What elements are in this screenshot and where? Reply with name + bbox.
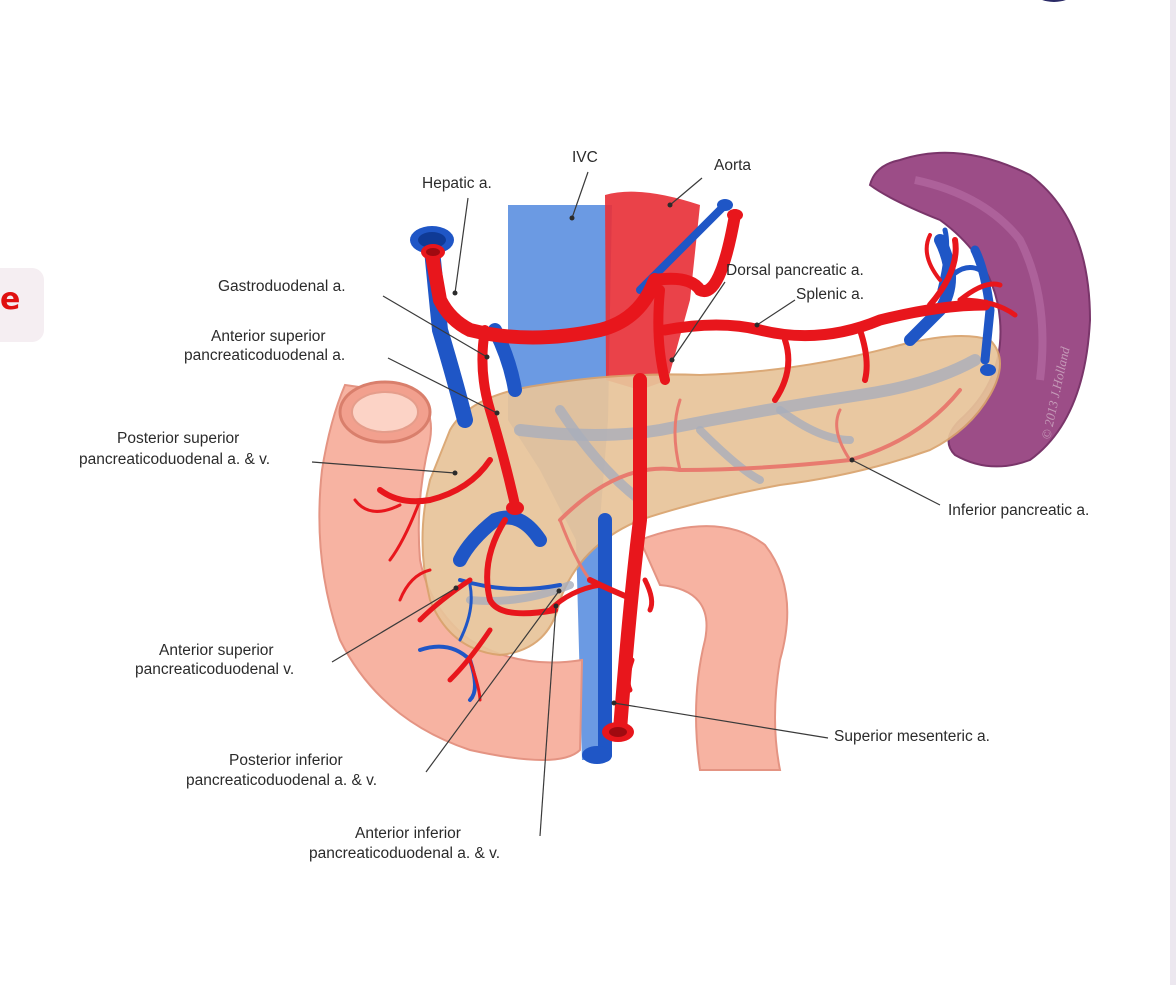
right-edge-strip	[1170, 0, 1176, 985]
label-aorta: Aorta	[714, 157, 751, 174]
label-posterior-superior-pd-line1: Posterior superior	[117, 430, 239, 447]
label-anterior-superior-pd-vein-line1: Anterior superior	[159, 642, 274, 659]
label-posterior-superior-pd-line2: pancreaticoduodenal a. & v.	[79, 451, 270, 468]
label-anterior-superior-pd-artery-line1: Anterior superior	[211, 328, 326, 345]
spleen	[868, 151, 1092, 468]
label-hepatic-artery: Hepatic a.	[422, 175, 492, 192]
label-splenic-artery: Splenic a.	[796, 286, 864, 303]
leader-lines	[311, 171, 941, 837]
label-superior-mesenteric-artery: Superior mesenteric a.	[834, 728, 990, 745]
jejunum	[638, 525, 789, 771]
label-ivc: IVC	[572, 149, 598, 166]
corner-disc	[1018, 0, 1090, 2]
label-posterior-inferior-pd-line1: Posterior inferior	[229, 752, 343, 769]
side-tab[interactable]: e	[0, 268, 44, 342]
label-inferior-pancreatic-artery: Inferior pancreatic a.	[948, 502, 1089, 519]
label-dorsal-pancreatic-artery: Dorsal pancreatic a.	[726, 262, 864, 279]
label-anterior-superior-pd-artery-line2: pancreaticoduodenal a.	[184, 347, 345, 364]
label-posterior-inferior-pd-line2: pancreaticoduodenal a. & v.	[186, 772, 377, 789]
label-anterior-inferior-pd-line2: pancreaticoduodenal a. & v.	[309, 845, 500, 862]
side-tab-letter: e	[0, 282, 21, 317]
label-anterior-inferior-pd-line1: Anterior inferior	[355, 825, 461, 842]
label-gastroduodenal-artery: Gastroduodenal a.	[218, 278, 346, 295]
label-anterior-superior-pd-vein-line2: pancreaticoduodenal v.	[135, 661, 294, 678]
